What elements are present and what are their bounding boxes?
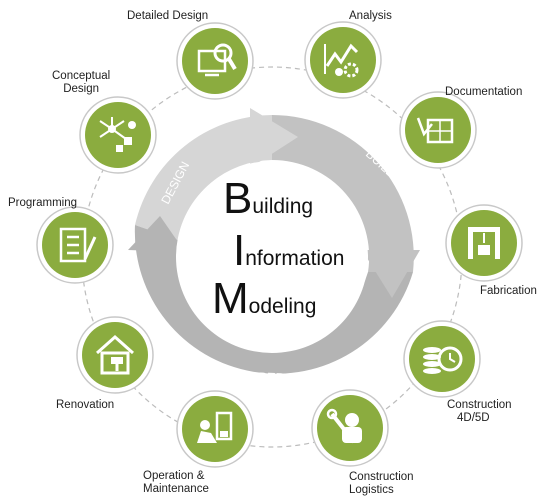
operator-machine-icon xyxy=(197,411,233,443)
monitor-magnifier-icon xyxy=(197,43,237,77)
center-cap-i: I xyxy=(233,226,246,275)
center-line-modeling: Modeling xyxy=(212,274,316,324)
coins-clock-icon xyxy=(423,346,463,374)
label-documentation: Documentation xyxy=(445,86,523,98)
label-construction-logistics-line2: Logistics xyxy=(349,484,394,496)
label-construction-logistics-line1: Construction xyxy=(349,471,414,483)
stage-badge-1 xyxy=(304,21,382,99)
center-rest-uilding: uilding xyxy=(252,195,314,218)
label-conceptual-design: Conceptual Design xyxy=(52,70,110,96)
stage-badge-fill xyxy=(82,322,148,388)
label-programming: Programming xyxy=(8,197,78,209)
drafting-board-icon xyxy=(416,117,454,144)
ring-segment-operate xyxy=(134,225,413,374)
stage-badge-8 xyxy=(36,206,114,284)
stage-badge-fill xyxy=(182,396,248,462)
lifecycle-ring xyxy=(128,108,420,374)
label-renovation: Renovation xyxy=(56,399,115,411)
ring-segment-build xyxy=(272,115,414,272)
ring-label-operate: OPERATE xyxy=(248,369,310,386)
center-rest-odeling: odeling xyxy=(248,295,317,318)
chart-gears-icon xyxy=(324,43,359,78)
stage-badge-fill xyxy=(85,102,151,168)
stage-badge-fill xyxy=(182,28,248,94)
label-operation-maintenance-line1: Operation & xyxy=(143,470,205,482)
stage-badge-fill xyxy=(405,97,471,163)
label-operation-maintenance-line2: Maintenance xyxy=(143,483,209,495)
stage-badge-0 xyxy=(176,22,254,100)
center-cap-b: B xyxy=(223,174,253,223)
stage-badge-7 xyxy=(76,316,154,394)
network-nodes-icon xyxy=(99,117,136,152)
house-paint-icon xyxy=(96,334,134,375)
label-fabrication: Fabrication xyxy=(480,285,537,297)
label-conceptual-design-line1: Conceptual xyxy=(52,70,111,82)
center-line-building: Building xyxy=(223,174,313,224)
fabrication-machine-icon xyxy=(468,227,500,259)
stage-badge-2 xyxy=(399,91,477,169)
ring-center xyxy=(176,161,368,353)
stage-badge-4 xyxy=(403,320,481,398)
label-construction-4d5d-line2: 4D/5D xyxy=(457,412,490,424)
stage-badge-9 xyxy=(79,96,157,174)
label-operation-maintenance: Operation & Maintenance xyxy=(143,470,209,496)
stage-badge-3 xyxy=(445,204,523,282)
worker-wrench-icon xyxy=(326,408,362,444)
label-construction-logistics: Construction Logistics xyxy=(349,471,414,497)
ring-arrow-design xyxy=(128,216,185,252)
ring-arrow-build xyxy=(250,108,298,168)
stage-badge-5 xyxy=(311,389,389,467)
label-conceptual-design-line2: Design xyxy=(63,83,99,95)
stage-badge-6 xyxy=(176,390,254,468)
center-cap-m: M xyxy=(212,274,249,323)
label-construction-4d5d: Construction 4D/5D xyxy=(447,399,512,425)
checklist-icon xyxy=(59,227,97,263)
center-rest-nformation: nformation xyxy=(245,247,345,270)
ring-arrow-operate xyxy=(362,250,420,298)
center-line-information: Information xyxy=(233,226,344,276)
stage-badge-fill xyxy=(409,326,475,392)
ring-segment-design xyxy=(135,115,272,240)
label-construction-4d5d-line1: Construction xyxy=(447,399,512,411)
label-detailed-design: Detailed Design xyxy=(127,10,209,22)
label-analysis: Analysis xyxy=(349,10,392,22)
